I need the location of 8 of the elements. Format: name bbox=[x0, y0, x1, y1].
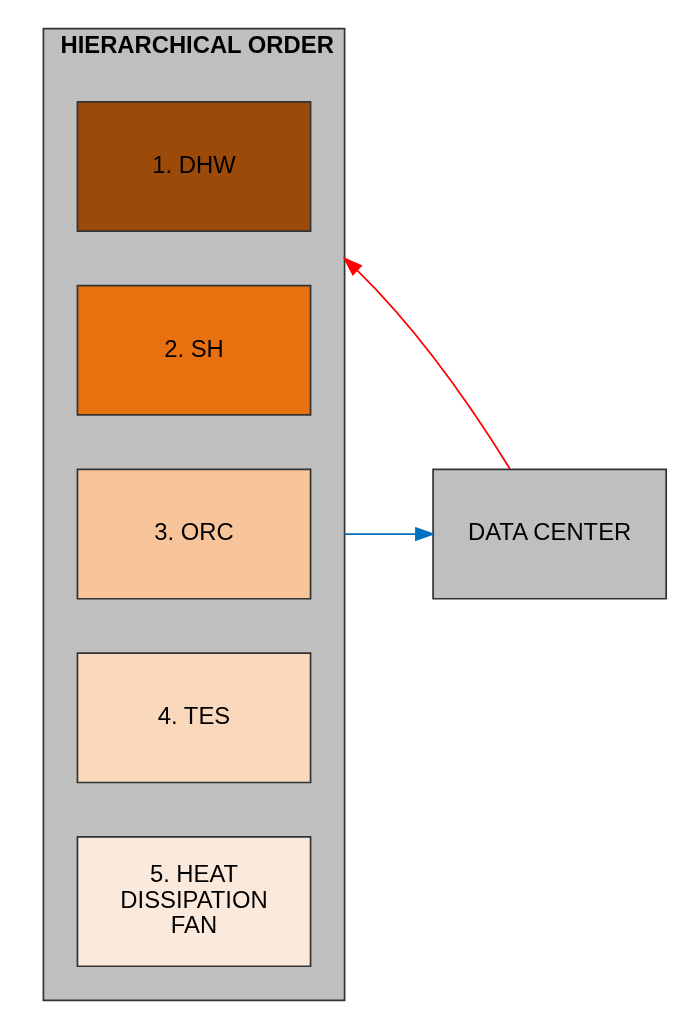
node-box: 5. HEAT DISSIPATION FAN bbox=[76, 836, 311, 968]
node-box: 1. DHW bbox=[76, 101, 311, 233]
node-box: 3. ORC bbox=[76, 468, 311, 600]
node-box: 4. TES bbox=[76, 652, 311, 784]
arrow bbox=[342, 256, 511, 470]
node-box: DATA CENTER bbox=[431, 468, 667, 600]
arrow bbox=[343, 526, 435, 542]
node-box: 2. SH bbox=[76, 284, 311, 416]
